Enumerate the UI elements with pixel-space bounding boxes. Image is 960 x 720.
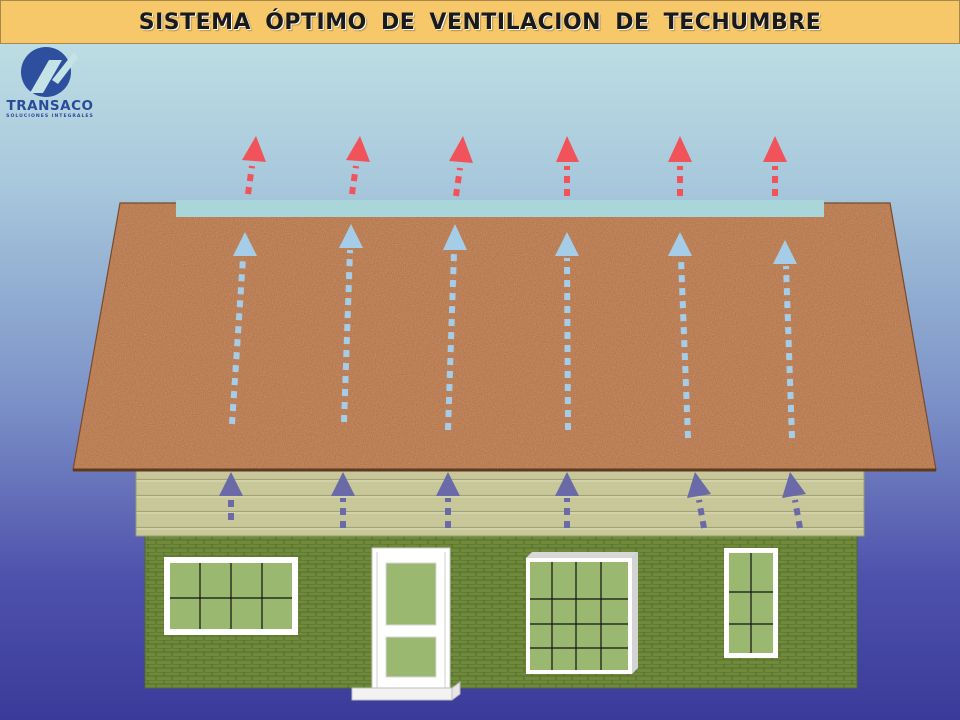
logo-name: TRANSACO <box>6 98 94 114</box>
intake-arrow <box>687 472 711 529</box>
diagram-title: SISTEMA ÓPTIMO DE VENTILACION DE TECHUMB… <box>138 9 822 35</box>
door-step <box>351 681 461 701</box>
attic-arrow <box>773 240 797 439</box>
roof <box>72 202 937 472</box>
front-door <box>371 547 451 689</box>
attic-arrow <box>229 232 257 425</box>
attic-airflow-arrows <box>229 224 797 439</box>
exhaust-arrow <box>346 136 370 195</box>
door-panel-lower <box>385 636 437 678</box>
door-panel-upper <box>385 562 437 626</box>
exhaust-arrow <box>556 136 579 196</box>
exhaust-arrow <box>763 136 787 196</box>
attic-arrow <box>443 224 467 431</box>
exhaust-arrow <box>668 136 692 196</box>
attic-arrow <box>668 232 692 439</box>
window-center <box>526 552 638 674</box>
intake-arrow <box>436 472 460 528</box>
intake-arrow <box>555 472 579 528</box>
window-left <box>164 557 298 635</box>
exhaust-arrow <box>242 136 266 195</box>
exhaust-arrows <box>242 136 787 197</box>
siding-band <box>135 467 865 537</box>
window-right <box>724 548 778 658</box>
attic-arrow <box>555 232 579 431</box>
intake-arrow <box>219 472 243 520</box>
transaco-logo-icon <box>21 47 78 97</box>
intake-arrow <box>331 472 355 528</box>
intake-arrows <box>219 472 806 529</box>
logo-tagline: SOLUCIONES INTEGRALES <box>6 114 94 119</box>
attic-arrow <box>339 224 363 423</box>
ridge-vent <box>176 200 824 217</box>
title-bar: SISTEMA ÓPTIMO DE VENTILACION DE TECHUMB… <box>0 0 960 44</box>
intake-arrow <box>782 472 806 529</box>
exhaust-arrow <box>449 136 473 197</box>
